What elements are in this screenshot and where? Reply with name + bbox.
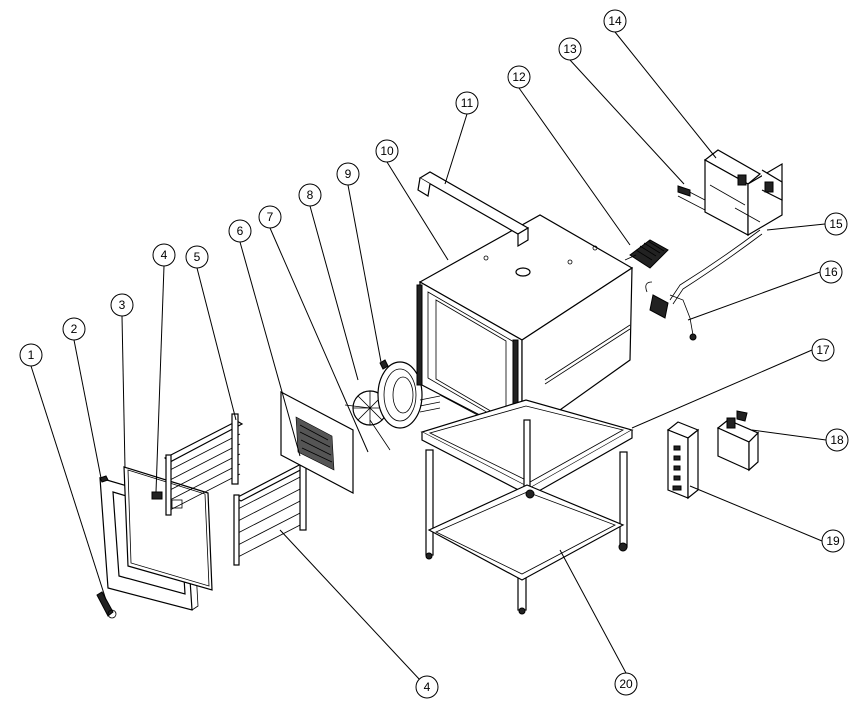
callout-label: 20 [619, 677, 633, 691]
callout-5: 5 [185, 245, 209, 269]
callout-label: 14 [608, 14, 622, 28]
callout-label: 10 [380, 144, 394, 158]
callout-label: 15 [829, 217, 843, 231]
callout-label: 5 [194, 250, 201, 264]
part-control-panel [666, 421, 700, 500]
callout-18: 18 [825, 428, 849, 452]
callout-6: 6 [228, 219, 252, 243]
part-power-cord [645, 229, 763, 341]
callout-1: 1 [19, 343, 43, 367]
callout-11: 11 [455, 91, 479, 115]
callout-15: 15 [824, 212, 848, 236]
callout-label: 6 [237, 224, 244, 238]
callout-label: 2 [71, 322, 78, 336]
callout-label: 18 [830, 433, 844, 447]
callout-label: 16 [824, 265, 838, 279]
callout-7: 7 [258, 205, 282, 229]
part-stand [420, 399, 634, 615]
callout-label: 4 [161, 248, 168, 262]
callout-19: 19 [821, 529, 845, 553]
callout-2: 2 [62, 317, 86, 341]
callout-label: 1 [28, 348, 35, 362]
part-door-handle [96, 591, 117, 619]
callout-4-upper: 4 [152, 243, 176, 267]
part-motor [624, 239, 669, 269]
callout-label: 17 [816, 343, 830, 357]
part-top-rail [417, 171, 530, 248]
callout-12: 12 [507, 65, 531, 89]
callout-label: 3 [119, 298, 126, 312]
part-fan-baffle [280, 391, 354, 494]
callout-4-lower: 4 [415, 675, 439, 699]
callout-label: 11 [461, 96, 474, 110]
callout-label: 4 [424, 680, 431, 694]
callout-10: 10 [375, 139, 399, 163]
part-switch-box [716, 410, 760, 472]
leader-lines [30, 31, 827, 681]
callout-label: 13 [563, 42, 577, 56]
part-control-box [677, 149, 783, 237]
part-door-glass [123, 466, 213, 591]
callout-label: 19 [826, 534, 840, 548]
callout-16: 16 [819, 260, 843, 284]
callout-9: 9 [336, 162, 360, 186]
callout-3: 3 [110, 293, 134, 317]
callout-label: 9 [345, 167, 352, 181]
callout-17: 17 [811, 338, 835, 362]
part-rack-right [233, 454, 312, 566]
part-oven-body [416, 214, 634, 439]
part-rack-left [163, 413, 244, 516]
callout-13: 13 [558, 37, 582, 61]
callout-label: 7 [267, 210, 274, 224]
callout-20: 20 [614, 672, 638, 696]
callout-label: 8 [307, 188, 314, 202]
callout-8: 8 [298, 183, 322, 207]
part-heating-element [377, 359, 441, 429]
callout-label: 12 [512, 70, 526, 84]
callout-14: 14 [603, 9, 627, 33]
